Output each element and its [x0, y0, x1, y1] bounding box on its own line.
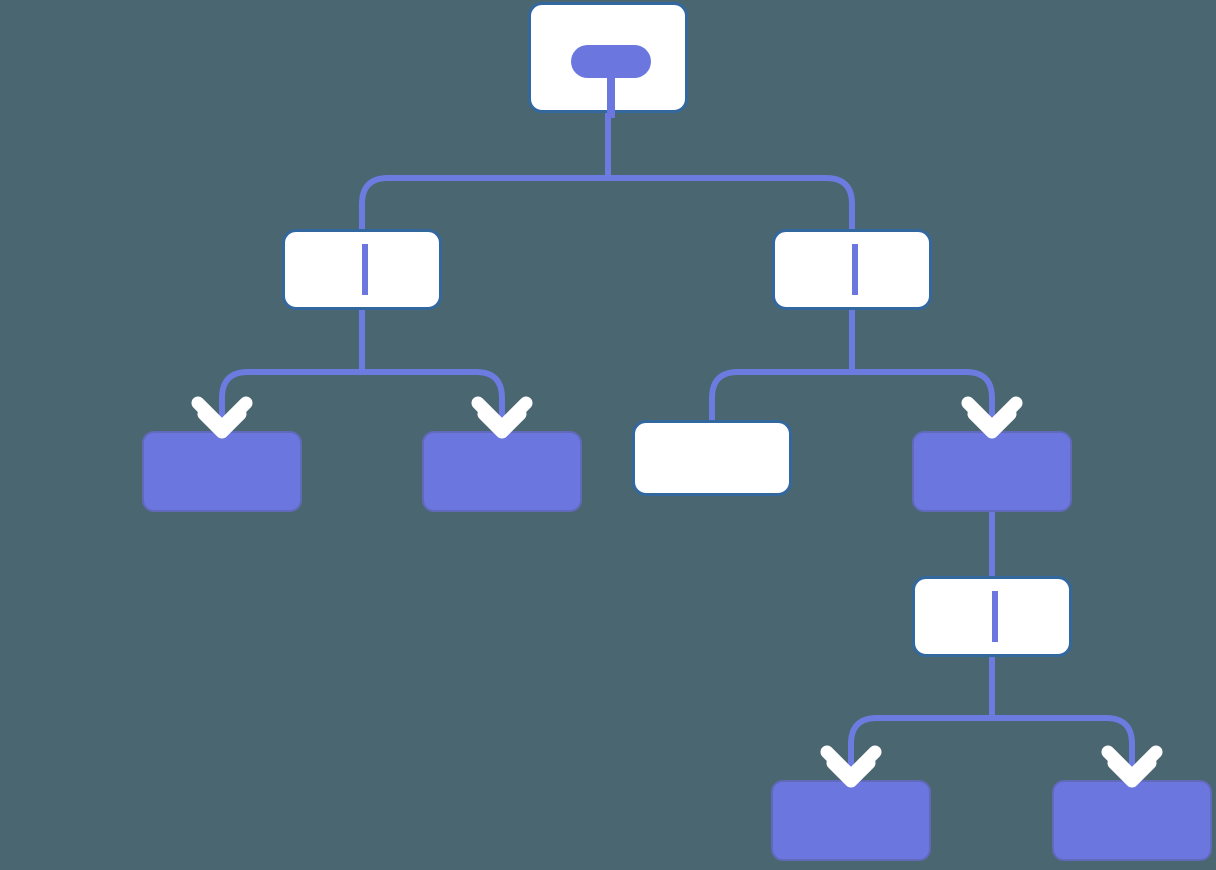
node-leaf-2[interactable] [422, 431, 582, 512]
node-branch-3[interactable] [912, 431, 1072, 512]
node-leaf-3[interactable] [632, 420, 792, 496]
node-leaf-5[interactable] [1052, 780, 1212, 861]
node-left-branch[interactable] [282, 229, 442, 310]
node-root[interactable] [528, 2, 688, 118]
node-right-branch[interactable] [772, 229, 932, 310]
node-leaf-4[interactable] [771, 780, 931, 861]
node-passthrough-line [362, 244, 368, 295]
node-passthrough-line [992, 591, 998, 642]
node-passthrough-line [852, 244, 858, 295]
node-pill-shape [571, 45, 651, 78]
node-leaf-1[interactable] [142, 431, 302, 512]
node-pill-stem [607, 78, 615, 118]
node-sub-branch[interactable] [912, 576, 1072, 657]
